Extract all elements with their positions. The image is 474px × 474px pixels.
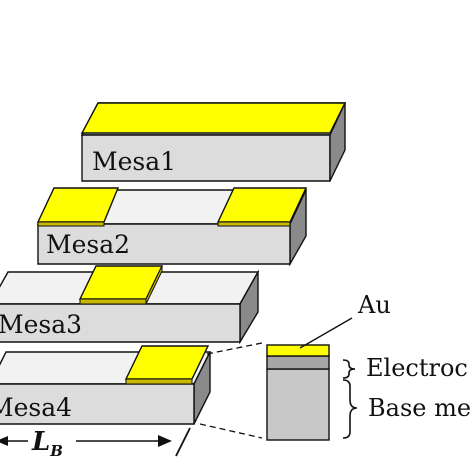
electrode-brace — [342, 359, 356, 379]
base-mesa-label: Base me — [368, 394, 471, 422]
length-end-tick — [175, 427, 191, 457]
mesa-2-gold-pad-right-edge — [217, 221, 291, 227]
length-dimension: LB — [0, 427, 191, 460]
mesa-3-gold-pad-side — [145, 265, 163, 305]
cross-section-electrode-layer — [266, 355, 330, 370]
cross-section-base-layer — [266, 368, 330, 441]
mesa-2-gold-pad-left-edge — [37, 221, 105, 227]
length-label-main: L — [31, 427, 50, 457]
length-label: LB — [31, 427, 63, 460]
mesa-3: Mesa3 — [0, 265, 260, 345]
length-arrow-right-head — [158, 435, 172, 447]
mesa-2: Mesa2 — [36, 187, 308, 267]
connector-line-top — [206, 342, 263, 355]
cross-section — [266, 344, 330, 441]
mesa-1-label: Mesa1 — [92, 147, 176, 176]
au-leader-line — [299, 317, 353, 349]
connector-line-bottom — [199, 423, 263, 439]
mesa-2-gold-pad-left — [36, 187, 120, 223]
mesa-3-gold-pad-edge — [79, 298, 147, 305]
mesa-4: Mesa4 — [0, 345, 212, 425]
mesa-2-label: Mesa2 — [46, 230, 130, 259]
mesa-3-front — [0, 303, 241, 343]
length-label-subscript: B — [49, 442, 63, 460]
mesa-4-label: Mesa4 — [0, 393, 72, 422]
length-arrow-left-head — [0, 436, 8, 446]
mesa-1-side — [329, 102, 346, 182]
base-mesa-brace — [342, 379, 358, 439]
electrode-label: Electroc — [366, 354, 468, 382]
mesa-2-front — [37, 223, 291, 265]
cross-section-au-layer — [266, 344, 330, 357]
mesa-3-label: Mesa3 — [0, 310, 82, 339]
mesa-1: Mesa1 — [80, 102, 347, 182]
mesa-4-gold-pad-edge — [125, 378, 193, 385]
mesa-2-gold-pad-right — [216, 187, 308, 223]
mesa-1-gold-pad — [80, 102, 347, 134]
au-label: Au — [357, 291, 391, 319]
